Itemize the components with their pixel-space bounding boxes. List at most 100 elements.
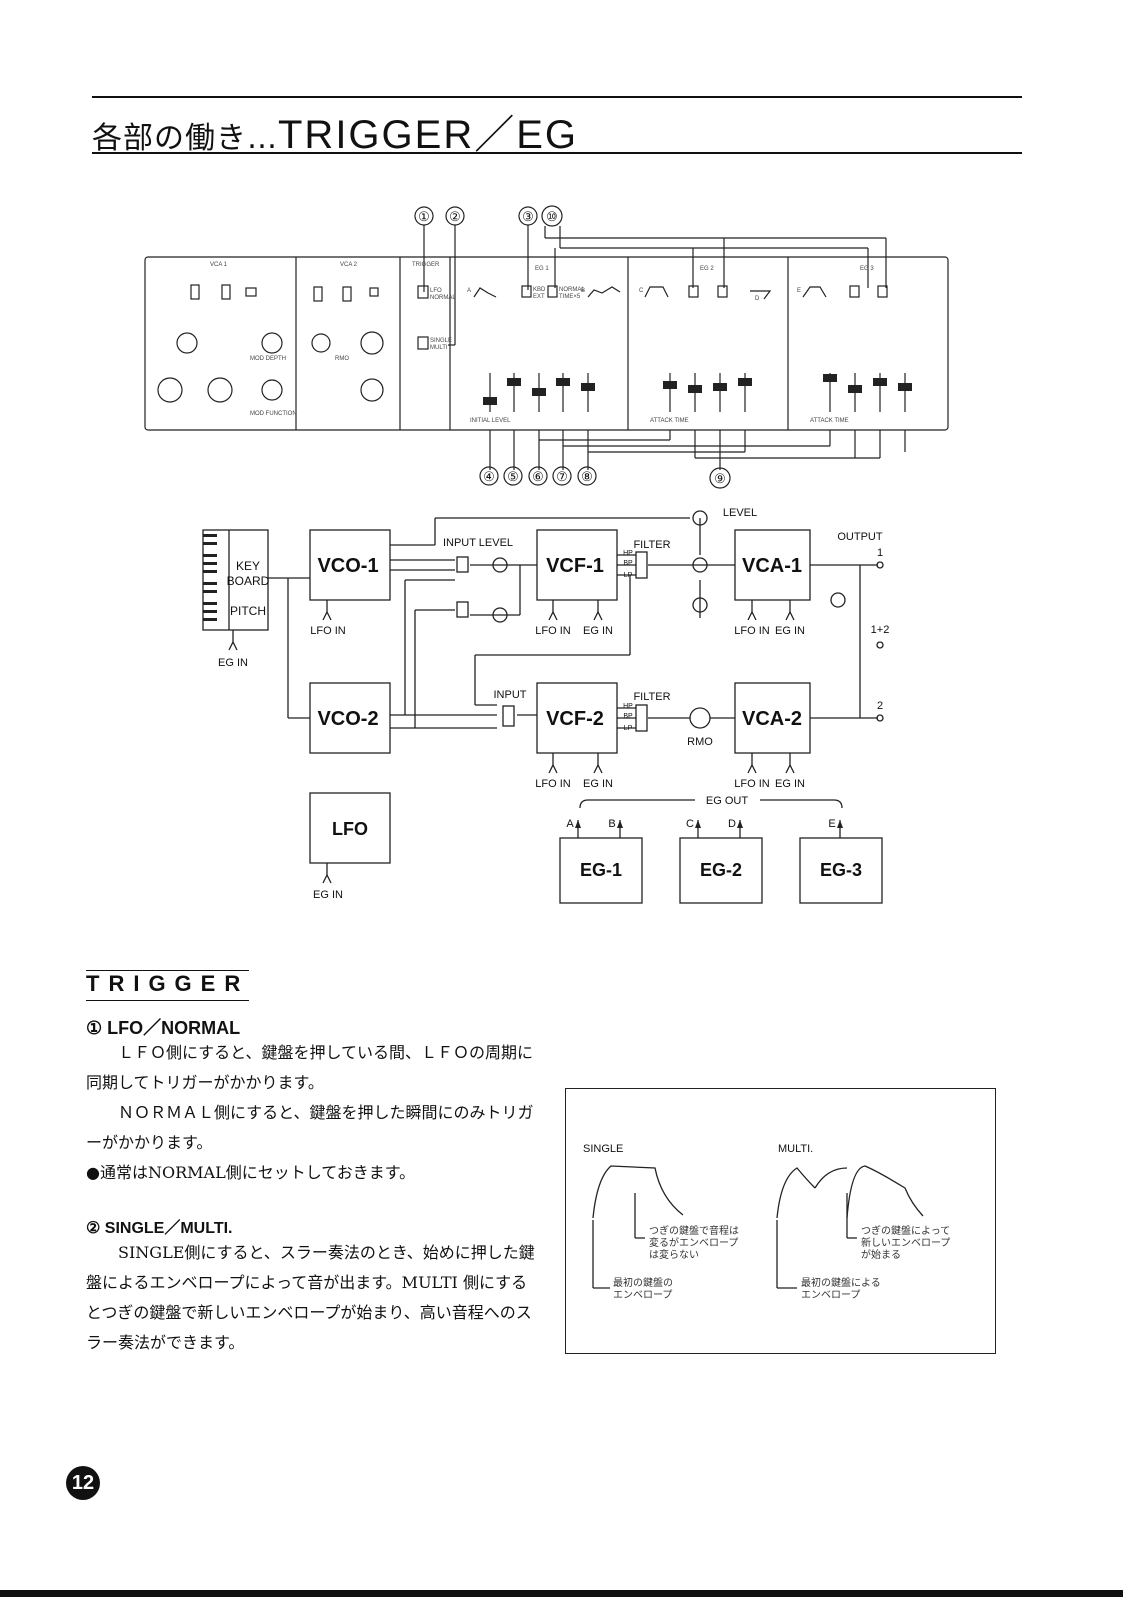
single-note-line2: 変るがエンベロープ xyxy=(649,1236,738,1249)
filter2-hp: HP xyxy=(623,703,633,710)
single-first-line1: 最初の鍵盤の xyxy=(613,1276,673,1289)
slider-label-eg3: ATTACK TIME xyxy=(810,418,849,424)
vca2-lfo-in: LFO IN xyxy=(734,778,770,790)
input-label: INPUT xyxy=(494,689,527,701)
eg-out-b: B xyxy=(608,818,615,830)
callout-8: ⑧ xyxy=(581,469,593,484)
filter1-label: FILTER xyxy=(633,539,670,551)
keyboard-eg-in: EG IN xyxy=(218,657,248,669)
block-vca1: VCA-1 xyxy=(742,555,802,577)
output-label: OUTPUT xyxy=(837,531,883,543)
callout-5: ⑤ xyxy=(507,469,519,484)
callout-2: ② xyxy=(449,209,461,224)
page-title-jp: 各部の働き… xyxy=(92,121,278,156)
item2-paragraph1: SINGLE側にすると、スラー奏法のとき、始めに押した鍵盤によるエンベロープによ… xyxy=(86,1243,535,1352)
block-eg3: EG-3 xyxy=(820,860,862,880)
filter2-bp: BP xyxy=(623,713,633,720)
vcf1-eg-in: EG IN xyxy=(583,625,613,637)
block-vca2: VCA-2 xyxy=(742,708,802,730)
output-1-2: 1+2 xyxy=(871,624,890,636)
envelope-single-label: SINGLE xyxy=(583,1143,623,1155)
page-title: 各部の働き…TRIGGER／EG xyxy=(92,102,578,160)
block-vco1: VCO-1 xyxy=(317,555,378,577)
item2-heading: ② SINGLE／MULTI. xyxy=(86,1220,233,1237)
envelope-comparison-box: SINGLE MULTI. つぎの鍵盤で音程は 変るがエンベロープ は変らない … xyxy=(565,1088,996,1354)
switch-multi-label: MULTI xyxy=(430,345,448,351)
page-title-en: TRIGGER／EG xyxy=(278,113,579,157)
filter1-lp: LP xyxy=(624,572,633,579)
vcf1-lfo-in: LFO IN xyxy=(535,625,571,637)
panel-label-trigger: TRIGGER xyxy=(412,262,440,268)
callout-3: ③ xyxy=(522,209,534,224)
output-1: 1 xyxy=(877,547,883,559)
input-level-label: INPUT LEVEL xyxy=(443,537,513,549)
switch-single-label: SINGLE xyxy=(430,338,452,344)
vca1-lfo-in: LFO IN xyxy=(734,625,770,637)
page-number: 12 xyxy=(66,1466,100,1500)
eg-out-a: A xyxy=(566,818,574,830)
knob-label-mod-function: MOD FUNCTION xyxy=(250,411,297,417)
bottom-rule xyxy=(0,1590,1123,1597)
level-label: LEVEL xyxy=(723,507,757,519)
item1-paragraph2: ＮＯＲＭＡＬ側にすると、鍵盤を押した瞬間にのみトリガーがかかります。 xyxy=(86,1103,534,1152)
panel-label-eg3: EG 3 xyxy=(860,266,874,272)
eg1-normal-label: NORMAL xyxy=(559,287,585,293)
keyboard-label-2: BOARD xyxy=(227,574,270,588)
eg1-ext-label: EXT xyxy=(533,294,545,300)
panel-label-vca2: VCA 2 xyxy=(340,262,358,268)
panel-label-eg1: EG 1 xyxy=(535,266,549,272)
callout-4: ④ xyxy=(483,469,495,484)
vca1-eg-in: EG IN xyxy=(775,625,805,637)
vcf2-lfo-in: LFO IN xyxy=(535,778,571,790)
front-panel-illustration: ① ② ③ ⑩ ④ ⑤ ⑥ ⑦ ⑧ ⑨ VCA 1 VCA 2 TRIGGER … xyxy=(144,205,949,489)
pitch-label: PITCH xyxy=(230,604,266,618)
multi-note-line3: が始まる xyxy=(861,1248,901,1261)
switch-lfo-label: LFO xyxy=(430,288,442,294)
block-diagram: VCO-1 VCO-2 VCF-1 VCF-2 VCA-1 VCA-2 LFO … xyxy=(202,507,890,904)
callout-9: ⑨ xyxy=(714,471,726,486)
vca2-eg-in: EG IN xyxy=(775,778,805,790)
panel-label-eg2: EG 2 xyxy=(700,266,714,272)
item1-body: ＬＦＯ側にすると、鍵盤を押している間、ＬＦＯの周期に同期してトリガーがかかります… xyxy=(86,1038,536,1188)
block-vcf1: VCF-1 xyxy=(546,555,604,577)
eg1-kbd-label: KBD xyxy=(533,287,546,293)
eg-label-d: D xyxy=(755,296,760,302)
panel-label-vca1: VCA 1 xyxy=(210,262,228,268)
eg-label-a: A xyxy=(467,288,471,294)
eg-label-e: E xyxy=(797,288,801,294)
callout-10: ⑩ xyxy=(546,209,558,224)
callout-1: ① xyxy=(418,209,430,224)
envelope-multi-label: MULTI. xyxy=(778,1143,813,1155)
section-heading-trigger: TRIGGER xyxy=(86,970,250,1001)
callout-7: ⑦ xyxy=(556,469,568,484)
knob-label-mod-depth: MOD DEPTH xyxy=(250,356,286,362)
single-note-line1: つぎの鍵盤で音程は xyxy=(649,1224,739,1237)
eg-out-d: D xyxy=(728,818,736,830)
switch-normal-label: NORMAL xyxy=(430,295,456,301)
vcf2-eg-in: EG IN xyxy=(583,778,613,790)
item1-note: ●通常はNORMAL側にセットしておきます。 xyxy=(86,1163,416,1182)
output-2: 2 xyxy=(877,700,883,712)
eg-label-b: B xyxy=(581,288,585,294)
keyboard-label: KEY xyxy=(236,559,260,573)
item1-heading: ① LFO／NORMAL xyxy=(86,1018,241,1038)
title-bottom-rule xyxy=(92,152,1022,154)
multi-note-line1: つぎの鍵盤によって xyxy=(861,1224,950,1237)
lfo-eg-in: EG IN xyxy=(313,889,343,901)
filter2-lp: LP xyxy=(624,725,633,732)
vco1-lfo-in: LFO IN xyxy=(310,625,346,637)
item1-paragraph1: ＬＦＯ側にすると、鍵盤を押している間、ＬＦＯの周期に同期してトリガーがかかります… xyxy=(86,1043,534,1092)
eg-out-e: E xyxy=(828,818,835,830)
multi-first-line1: 最初の鍵盤による xyxy=(801,1276,881,1289)
eg-label-c: C xyxy=(639,288,644,294)
block-lfo: LFO xyxy=(332,819,368,839)
filter1-hp: HP xyxy=(623,550,633,557)
slider-label-initial-level: INITIAL LEVEL xyxy=(470,418,511,424)
block-eg1: EG-1 xyxy=(580,860,622,880)
rmo-label: RMO xyxy=(687,736,713,748)
eg-out-c: C xyxy=(686,818,694,830)
eg1-time5-label: TIME×5 xyxy=(559,294,581,300)
filter1-bp: BP xyxy=(623,560,633,567)
block-eg2: EG-2 xyxy=(700,860,742,880)
eg-out-label: EG OUT xyxy=(706,795,748,807)
